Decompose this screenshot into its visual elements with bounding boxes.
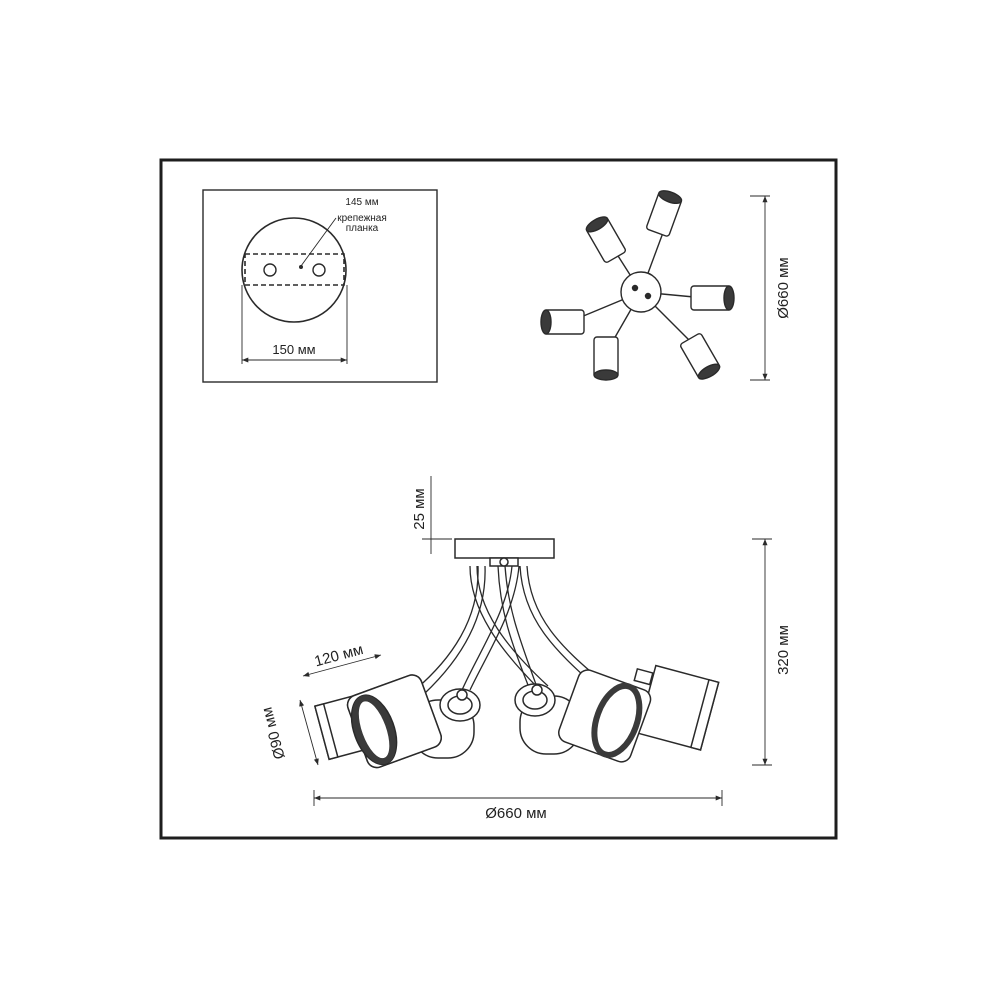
- top-view: [540, 190, 735, 381]
- bracket-label-2: планка: [346, 223, 379, 234]
- top-canopy: [620, 271, 662, 313]
- top-shade-4: [680, 333, 721, 380]
- top-shade-6: [540, 309, 585, 335]
- top-view-diameter-dimension: Ø660 мм: [750, 195, 792, 381]
- top-shade-1: [585, 216, 626, 263]
- top-shade-3: [690, 285, 735, 311]
- shade-diameter-dimension-line: [299, 699, 319, 766]
- side-canopy: [454, 538, 555, 559]
- total-height-label: 320 мм: [775, 625, 792, 675]
- screw-hole-right: [312, 263, 326, 277]
- bracket-leader-line: [300, 217, 337, 267]
- top-canopy-screw-a: [631, 284, 639, 292]
- side-shade-back-right: [633, 664, 720, 751]
- canopy-height-label: 25 мм: [411, 488, 428, 529]
- canopy-plate-outline: [241, 217, 347, 323]
- top-shade-5: [593, 336, 619, 381]
- shade-length-dimension-line: [302, 654, 382, 677]
- side-view: [313, 538, 720, 769]
- bracket-label-1: крепежная: [337, 213, 387, 224]
- top-diameter-label: Ø660 мм: [775, 257, 792, 319]
- top-shade-2: [646, 190, 683, 237]
- mounting-plate-inset: 150 мм 145 мм крепежная планка: [202, 189, 438, 383]
- center-point: [299, 265, 303, 269]
- drawing-frame: [159, 158, 838, 840]
- mounting-bracket-dashed: [244, 253, 345, 286]
- side-shade-front-left: [346, 674, 442, 769]
- hole-spacing-label: 145 мм: [345, 197, 378, 208]
- side-canopy-knob: [499, 557, 509, 567]
- shade-diameter-label: Ø90 мм: [259, 705, 289, 761]
- total-width-label: Ø660 мм: [485, 805, 547, 822]
- side-arms: [414, 565, 604, 695]
- screw-hole-left: [263, 263, 277, 277]
- side-dimensions: 25 мм 320 мм 120 мм Ø90 мм Ø660 мм: [259, 476, 792, 822]
- top-canopy-screw-b: [644, 292, 652, 300]
- side-shade-front-right: [558, 669, 652, 763]
- mount-width-label: 150 мм: [272, 342, 315, 357]
- inset-border: [202, 189, 438, 383]
